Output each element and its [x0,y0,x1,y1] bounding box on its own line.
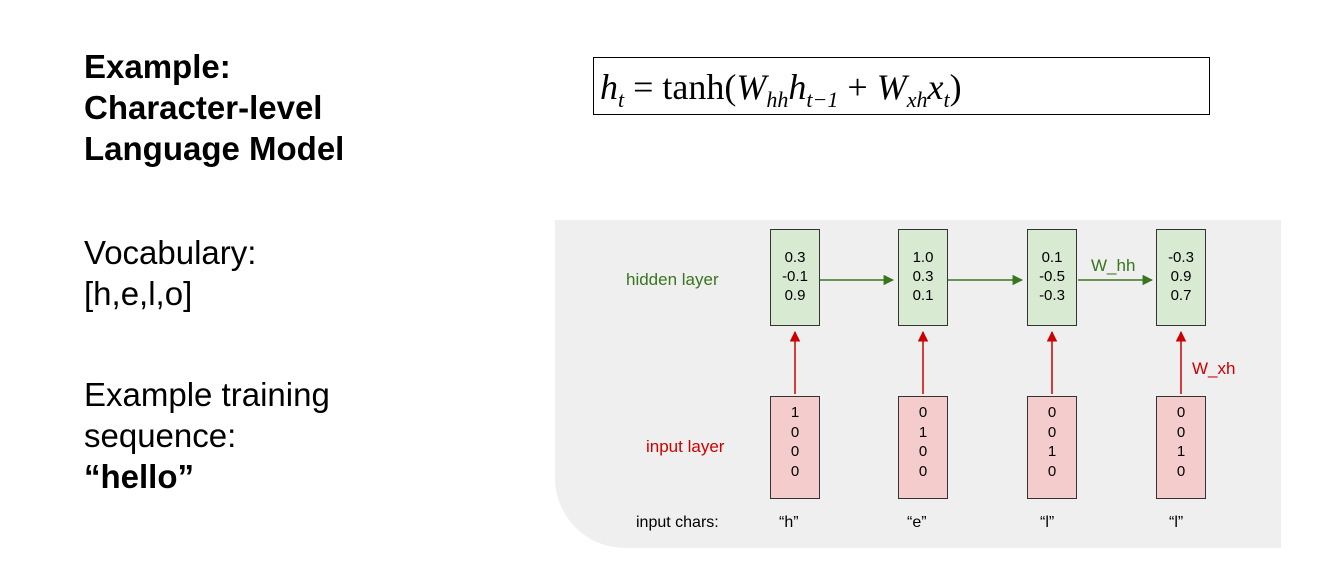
input-vector-1: 1 0 0 0 [770,396,820,499]
rnn-formula: ht = tanh(Whhht−1 + Wxhxt) [593,57,1210,115]
input-value: 0 [918,443,928,460]
hidden-value: 0.9 [784,287,806,304]
input-char-1: “h” [779,514,799,531]
input-char-2: “e” [907,514,927,531]
hidden-state-1: 0.3 -0.1 0.9 [770,229,820,326]
hidden-value: 0.3 [784,249,806,266]
hidden-value: 0.7 [1170,287,1192,304]
input-value: 0 [790,423,800,441]
hidden-value: 1.0 [912,249,934,266]
title-line-3: Language Model [84,130,345,167]
input-value: 0 [1176,423,1186,441]
training-line-1: Example training [84,376,330,413]
input-vector-3: 0 0 1 0 [1027,396,1077,499]
hidden-value: 0.9 [1170,268,1192,285]
input-value: 0 [1047,462,1057,480]
input-value: 0 [790,462,800,480]
hidden-state-3: 0.1 -0.5 -0.3 [1027,229,1077,326]
hidden-layer-label: hidden layer [626,270,719,289]
input-char-3: “l” [1040,514,1055,531]
input-char-4: “l” [1169,514,1184,531]
input-value: 1 [1047,443,1057,460]
input-value: 0 [790,443,800,460]
w-hh-label: W_hh [1091,256,1136,275]
input-value: 0 [918,404,928,421]
title-line-2: Character-level [84,89,323,126]
input-chars-label: input chars: [636,514,719,531]
hidden-value: -0.1 [782,268,808,285]
vocabulary-block: Vocabulary: [h,e,l,o] [84,232,256,314]
input-value: 0 [1176,462,1186,480]
training-line-2: sequence: [84,417,237,454]
hidden-state-4: -0.3 0.9 0.7 [1156,229,1206,326]
input-value: 1 [918,423,928,441]
hidden-state-2: 1.0 0.3 0.1 [898,229,948,326]
input-value: 0 [1176,404,1186,421]
vocabulary-label: Vocabulary: [84,234,257,271]
vocabulary-value: [h,e,l,o] [84,275,193,312]
hidden-value: -0.5 [1039,268,1065,285]
input-value: 0 [918,462,928,480]
training-sequence-block: Example training sequence: “hello” [84,374,330,497]
title-line-1: Example: [84,48,231,85]
input-vector-2: 0 1 0 0 [898,396,948,499]
w-xh-label: W_xh [1192,359,1236,378]
input-value: 0 [1047,404,1057,421]
hidden-value: -0.3 [1168,249,1194,266]
hidden-value: 0.1 [1041,249,1063,266]
input-value: 0 [1047,423,1057,441]
input-layer-label: input layer [646,437,725,456]
input-value: 1 [1176,443,1186,460]
input-vector-4: 0 0 1 0 [1156,396,1206,499]
hidden-value: -0.3 [1039,287,1065,304]
training-value: “hello” [84,458,195,495]
hidden-value: 0.1 [912,287,934,304]
slide-title: Example: Character-level Language Model [84,46,344,169]
hidden-value: 0.3 [912,268,934,285]
input-value: 1 [790,404,800,421]
